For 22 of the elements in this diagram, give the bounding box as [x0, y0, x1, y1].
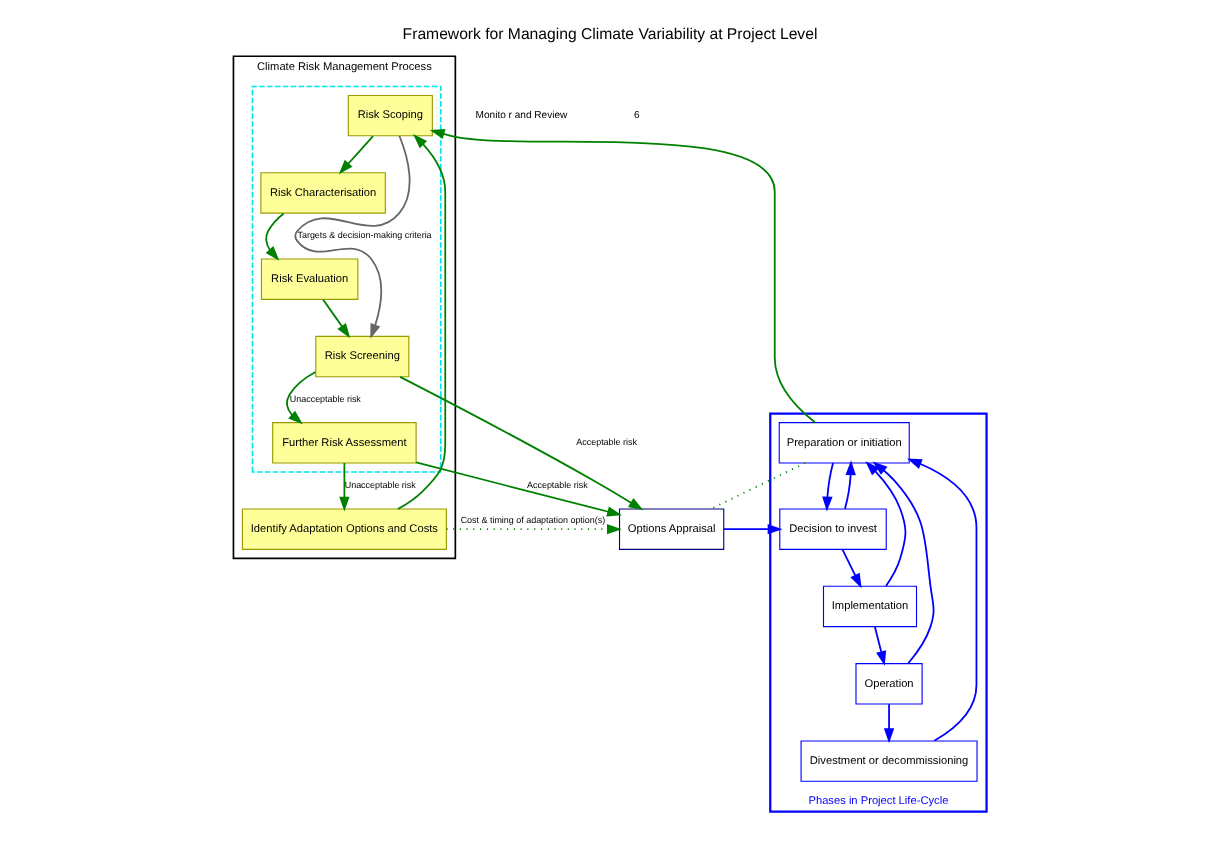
arrow: [444, 523, 621, 535]
arrow: [293, 134, 410, 339]
arrow: [906, 458, 977, 742]
arrow: [843, 460, 855, 510]
arrow: [264, 212, 284, 261]
arrow: [337, 135, 373, 175]
connector: [709, 462, 805, 510]
arrow: [840, 548, 861, 589]
arrow: [338, 462, 349, 512]
arrow: [821, 462, 833, 512]
arrow: [882, 703, 894, 744]
arrow: [873, 626, 886, 666]
arrow: [871, 461, 934, 665]
arrow: [722, 523, 782, 535]
arrow: [395, 134, 446, 510]
arrow: [321, 298, 350, 339]
arrow: [428, 129, 816, 424]
arrow: [285, 371, 316, 425]
arrow: [398, 375, 643, 511]
cluster: [250, 85, 441, 473]
arrow: [864, 461, 906, 587]
arrow: [414, 461, 621, 517]
